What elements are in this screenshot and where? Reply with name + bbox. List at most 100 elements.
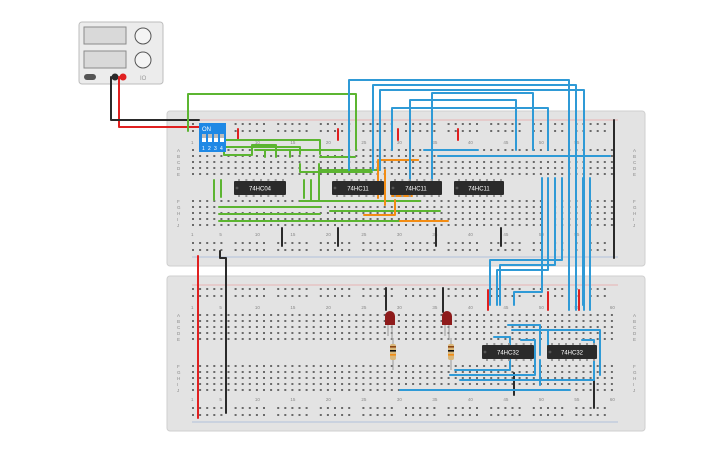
- hole[interactable]: [362, 389, 365, 391]
- hole[interactable]: [192, 161, 194, 163]
- rail-hole[interactable]: [234, 242, 237, 244]
- hole[interactable]: [483, 365, 486, 367]
- hole[interactable]: [284, 332, 287, 334]
- hole[interactable]: [369, 389, 372, 391]
- rail-hole[interactable]: [277, 288, 280, 290]
- hole[interactable]: [554, 338, 557, 340]
- ic-chip[interactable]: 74HC32: [482, 343, 534, 361]
- hole[interactable]: [298, 365, 301, 367]
- rail-hole[interactable]: [447, 288, 450, 290]
- hole[interactable]: [376, 320, 379, 322]
- hole[interactable]: [298, 218, 301, 220]
- hole[interactable]: [589, 332, 592, 334]
- rail-hole[interactable]: [554, 123, 557, 125]
- hole[interactable]: [490, 320, 493, 322]
- hole[interactable]: [319, 212, 322, 214]
- hole[interactable]: [419, 167, 422, 169]
- hole[interactable]: [582, 371, 585, 373]
- rail-hole[interactable]: [376, 130, 379, 132]
- hole[interactable]: [596, 161, 599, 163]
- hole[interactable]: [468, 200, 471, 202]
- hole[interactable]: [227, 224, 230, 226]
- rail-hole[interactable]: [291, 295, 294, 297]
- hole[interactable]: [461, 377, 464, 379]
- hole[interactable]: [220, 155, 223, 157]
- rail-hole[interactable]: [596, 414, 599, 416]
- rail-hole[interactable]: [376, 407, 379, 409]
- rail-hole[interactable]: [390, 242, 393, 244]
- hole[interactable]: [454, 212, 457, 214]
- hole[interactable]: [405, 212, 407, 214]
- hole[interactable]: [241, 389, 244, 391]
- hole[interactable]: [348, 173, 351, 175]
- hole[interactable]: [355, 383, 358, 385]
- hole[interactable]: [575, 377, 578, 379]
- hole[interactable]: [575, 332, 578, 334]
- green-wire[interactable]: [187, 93, 357, 151]
- hole[interactable]: [461, 314, 464, 316]
- hole[interactable]: [412, 383, 415, 385]
- hole[interactable]: [277, 173, 280, 175]
- hole[interactable]: [518, 200, 521, 202]
- hole[interactable]: [305, 167, 308, 169]
- hole[interactable]: [227, 320, 230, 322]
- hole[interactable]: [412, 338, 415, 340]
- hole[interactable]: [497, 365, 500, 367]
- rail-hole[interactable]: [305, 295, 308, 297]
- hole[interactable]: [213, 383, 216, 385]
- rail-hole[interactable]: [511, 288, 514, 290]
- hole[interactable]: [213, 200, 216, 202]
- hole[interactable]: [291, 338, 294, 340]
- hole[interactable]: [312, 383, 315, 385]
- hole[interactable]: [284, 200, 287, 202]
- rail-hole[interactable]: [561, 295, 564, 297]
- hole[interactable]: [412, 332, 415, 334]
- rail-hole[interactable]: [518, 123, 521, 125]
- hole[interactable]: [248, 149, 251, 151]
- hole[interactable]: [603, 167, 606, 169]
- hole[interactable]: [419, 377, 422, 379]
- hole[interactable]: [362, 326, 365, 328]
- hole[interactable]: [461, 200, 464, 202]
- hole[interactable]: [525, 161, 528, 163]
- rail-hole[interactable]: [305, 288, 308, 290]
- hole[interactable]: [234, 149, 237, 151]
- hole[interactable]: [490, 383, 493, 385]
- hole[interactable]: [405, 377, 407, 379]
- rail-hole[interactable]: [511, 414, 514, 416]
- hole[interactable]: [518, 314, 521, 316]
- rail-hole[interactable]: [447, 123, 450, 125]
- hole[interactable]: [362, 365, 365, 367]
- hole[interactable]: [270, 365, 273, 367]
- hole[interactable]: [305, 314, 308, 316]
- hole[interactable]: [298, 377, 301, 379]
- hole[interactable]: [525, 377, 528, 379]
- rail-hole[interactable]: [476, 123, 478, 125]
- hole[interactable]: [213, 338, 216, 340]
- hole[interactable]: [397, 212, 400, 214]
- rail-hole[interactable]: [490, 295, 493, 297]
- hole[interactable]: [319, 383, 322, 385]
- rail-hole[interactable]: [319, 242, 322, 244]
- hole[interactable]: [234, 200, 237, 202]
- hole[interactable]: [291, 167, 294, 169]
- hole[interactable]: [547, 167, 549, 169]
- hole[interactable]: [476, 371, 478, 373]
- hole[interactable]: [277, 200, 280, 202]
- hole[interactable]: [490, 326, 493, 328]
- current-knob[interactable]: [134, 51, 152, 69]
- hole[interactable]: [596, 332, 599, 334]
- hole[interactable]: [277, 320, 280, 322]
- hole[interactable]: [334, 212, 336, 214]
- rail-hole[interactable]: [468, 242, 471, 244]
- hole[interactable]: [362, 161, 365, 163]
- rail-hole[interactable]: [241, 249, 244, 251]
- green-wire[interactable]: [299, 163, 373, 173]
- rail-hole[interactable]: [412, 407, 415, 409]
- hole[interactable]: [461, 326, 464, 328]
- hole[interactable]: [277, 365, 280, 367]
- hole[interactable]: [298, 326, 301, 328]
- hole[interactable]: [454, 167, 457, 169]
- hole[interactable]: [255, 155, 258, 157]
- hole[interactable]: [518, 206, 521, 208]
